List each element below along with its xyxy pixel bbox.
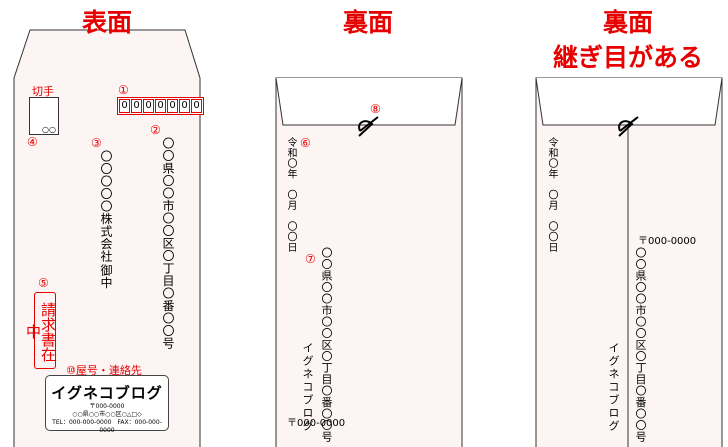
seam-address: 〇〇県〇〇市〇〇区〇丁目〇番〇〇号: [634, 247, 647, 443]
marker-address: ②: [150, 123, 161, 137]
stamp-label: 切手: [32, 85, 54, 98]
invoice-enclosed-notice: 請求書在中: [24, 292, 57, 369]
back-zip: 〒000-0000: [287, 418, 346, 429]
back-address: 〇〇県〇〇市〇〇区〇丁目〇番〇〇号: [320, 247, 333, 443]
back-seam-flap: [535, 77, 723, 126]
marker-recipient: ③: [91, 136, 102, 150]
marker-stamp: ④: [27, 135, 38, 149]
marker-notice: ⑤: [38, 276, 49, 290]
back-envelope: [275, 77, 463, 447]
marker-back-sender: ⑦: [305, 252, 316, 266]
sender-address: ○○県○○市○○区○△□◇: [72, 411, 142, 418]
postal-digit: 0: [191, 99, 202, 113]
postal-code-boxes: 0 0 0 0 0 0 0: [117, 97, 204, 115]
title-back-seam-sub: 継ぎ目がある: [552, 43, 704, 72]
title-back: 裏面: [342, 8, 394, 37]
postal-digit: 0: [131, 99, 142, 113]
title-front: 表面: [81, 8, 133, 37]
recipient-honorific: 御中: [99, 264, 113, 289]
sender-contact: TEL：000-000-0000 FAX：000-000-0000: [52, 419, 162, 434]
seam-date: 令和〇年 〇月 〇〇日: [546, 137, 557, 253]
marker-sender: ⑩屋号・連絡先: [66, 364, 142, 377]
postal-digit: 0: [155, 99, 166, 113]
title-back-seam: 裏面: [602, 8, 654, 37]
seal-mark: [358, 116, 379, 137]
seal-mark-seam: [618, 116, 639, 137]
back-name: イグネコブログ: [301, 342, 314, 433]
sender-zip: 〒000-0000: [89, 403, 125, 410]
back-seam-envelope: [535, 77, 723, 447]
back-flap: [275, 77, 463, 126]
marker-postal: ①: [118, 83, 129, 97]
seam-zip: 〒000-0000: [638, 236, 697, 247]
postal-digit: 0: [143, 99, 154, 113]
postal-digit: 0: [167, 99, 178, 113]
marker-seal: ⑧: [370, 102, 381, 116]
recipient-company: 〇〇〇〇〇株式会社: [99, 150, 113, 263]
stamp-value: ○○: [42, 125, 56, 134]
stamp-box: ○○: [29, 97, 59, 135]
sender-name: イグネコブログ: [51, 384, 163, 402]
postal-digit: 0: [179, 99, 190, 113]
recipient-address: 〇〇県〇〇市〇〇区〇丁目〇番〇〇号: [161, 137, 175, 350]
postal-digit: 0: [119, 99, 130, 113]
seam-name: イグネコブログ: [607, 342, 620, 433]
marker-date: ⑥: [300, 136, 311, 150]
back-date: 令和〇年 〇月 〇〇日: [285, 137, 296, 253]
front-envelope: [13, 29, 201, 447]
sender-card: イグネコブログ 〒000-0000 ○○県○○市○○区○△□◇ TEL：000-…: [45, 375, 169, 434]
